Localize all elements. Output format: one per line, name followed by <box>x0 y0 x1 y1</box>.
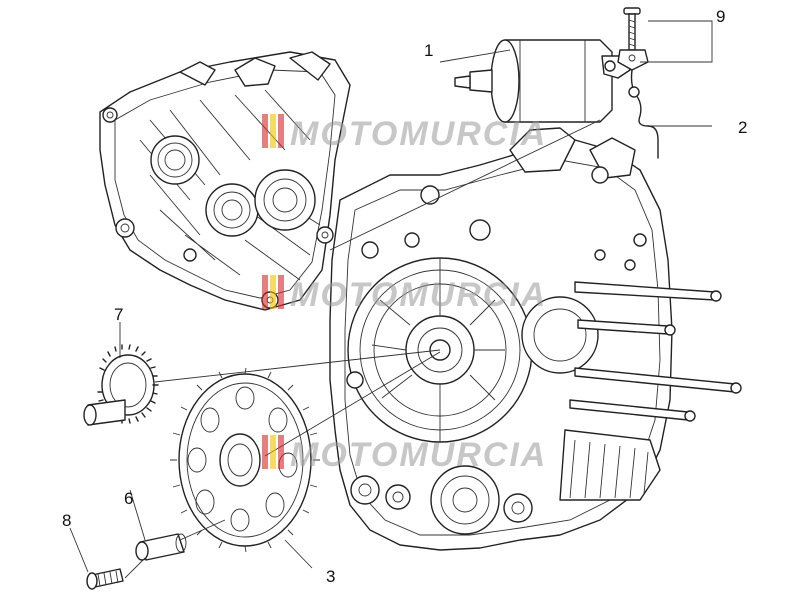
cylinder-studs <box>569 281 742 422</box>
watermark-top: MOTOMURCIA <box>262 114 547 153</box>
bushing <box>135 533 187 561</box>
watermark-text-bottom: MOTOMURCIA <box>290 436 547 474</box>
callout-labels: 1 2 3 6 7 8 9 <box>62 7 747 586</box>
starter-motor <box>454 39 631 123</box>
callout-1: 1 <box>424 41 433 60</box>
screw-9 <box>617 7 649 71</box>
callout-3: 3 <box>326 567 335 586</box>
watermark-bottom: MOTOMURCIA <box>262 435 547 474</box>
transmission-cover <box>99 51 351 311</box>
callout-2: 2 <box>738 118 747 137</box>
starter-ring-gear <box>170 367 320 553</box>
crankcase <box>329 127 673 551</box>
callout-8: 8 <box>62 511 71 530</box>
leader-lines <box>69 20 713 579</box>
starter-cable <box>628 69 659 159</box>
callout-9: 9 <box>716 7 725 26</box>
screw-8 <box>86 568 124 590</box>
watermark-middle: MOTOMURCIA <box>262 275 547 314</box>
intermediate-gear <box>83 344 159 426</box>
callout-6: 6 <box>124 489 133 508</box>
callout-7: 7 <box>114 305 123 324</box>
watermark-text-middle: MOTOMURCIA <box>290 276 547 314</box>
watermark-text-top: MOTOMURCIA <box>290 115 547 153</box>
